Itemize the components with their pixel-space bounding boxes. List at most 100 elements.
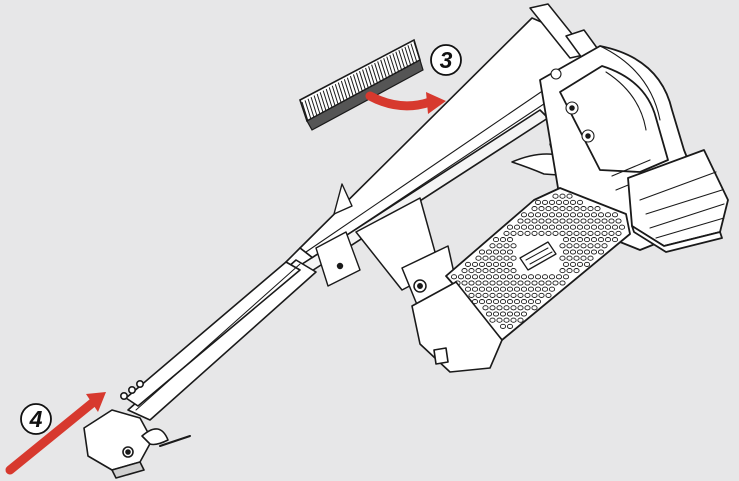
grip-dot [524,218,531,224]
staple-ridge [310,96,318,117]
grip-dot [566,230,573,236]
grip-dot [580,243,587,249]
grip-dot [562,237,570,243]
grip-dot [601,243,608,249]
grip-dot [552,230,559,236]
grip-dot [604,212,612,218]
grip-dot [527,224,535,230]
grip-dot [517,218,524,224]
grip-dot [468,292,475,298]
grip-dot [506,286,514,292]
grip-dot [576,237,584,243]
step-3-number: 3 [440,47,453,73]
staple-ridge [322,90,330,110]
grip-dot [506,311,514,317]
grip-dot [566,193,573,199]
grip-dot [485,286,493,292]
grip-dot [499,299,507,305]
grip-dot [548,274,556,280]
grip-dot [478,286,486,292]
grip-dot [499,249,507,255]
handle-butt [411,281,503,373]
grip-dot [450,274,458,280]
grip-dot [503,292,510,298]
grip-dot [482,255,489,261]
grip-dot [615,230,622,236]
grip-dot [601,218,608,224]
grip-dot [520,224,528,230]
grip-dot [510,292,517,298]
grip-dot [517,317,524,323]
grip-dot [531,305,538,311]
grip-dot [499,274,507,280]
grip-dot [464,274,472,280]
grip-dot [541,274,549,280]
grip-dot [496,268,503,274]
grip-dot [471,274,479,280]
grip-dot [513,274,521,280]
grip-dot [583,249,591,255]
grip-dot [545,218,552,224]
grip-dot [559,193,566,199]
grip-dot [489,280,496,286]
grip-dot [496,305,503,311]
grip-dot [594,218,601,224]
grip-dot [587,218,594,224]
grip-dot [538,292,545,298]
grip-dot [485,249,493,255]
staple-strip-icon [299,38,424,131]
grip-dot [608,230,615,236]
grip-dot [594,206,601,212]
grip-dot [503,230,510,236]
grip-dot [559,218,566,224]
straight-arrow-icon [5,392,106,475]
grip-dot [506,237,514,243]
grip-dot [566,206,573,212]
grip-dot [566,268,573,274]
grip-dot [478,274,486,280]
grip-dot [489,305,496,311]
grip-dot [534,224,542,230]
staple-ridge [319,92,327,112]
staple-ridge [356,72,363,92]
staple-ridge [371,64,379,84]
grip-dot [506,274,514,280]
staple-ridge [374,62,382,83]
staple-ridge [389,54,397,75]
grip-dot [496,292,503,298]
grip-dot [555,224,563,230]
grip-dot [489,292,496,298]
grip-dot [510,255,517,261]
grip-dot [538,230,545,236]
grip-dot [485,299,493,305]
grip-dot [478,299,486,305]
grip-dot [569,261,577,267]
grip-dot [580,255,587,261]
grip-dot [611,212,619,218]
grip-dot [576,261,584,267]
grip-dot [464,261,472,267]
grip-dot [559,230,566,236]
grip-dot [545,206,552,212]
staple-ridge [334,84,342,104]
staple-ridge [331,85,339,105]
grip-dot [492,286,500,292]
grip-dot [527,212,535,218]
grip-dot [583,261,591,267]
grip-dot [499,286,507,292]
grip-dot [475,268,482,274]
grip-dot [611,224,619,230]
grip-dot [506,299,514,305]
grip-dot [576,212,584,218]
grip-dot [548,286,556,292]
grip-dot [506,261,514,267]
grip-dot [566,218,573,224]
staple-ridge [359,71,366,91]
step-4-number: 4 [29,406,43,432]
grip-dot [583,212,591,218]
grip-dot [489,255,496,261]
grip-dot [531,280,538,286]
grip-dot [587,255,594,261]
grip-dot [569,224,577,230]
staple-ridge [304,100,312,120]
